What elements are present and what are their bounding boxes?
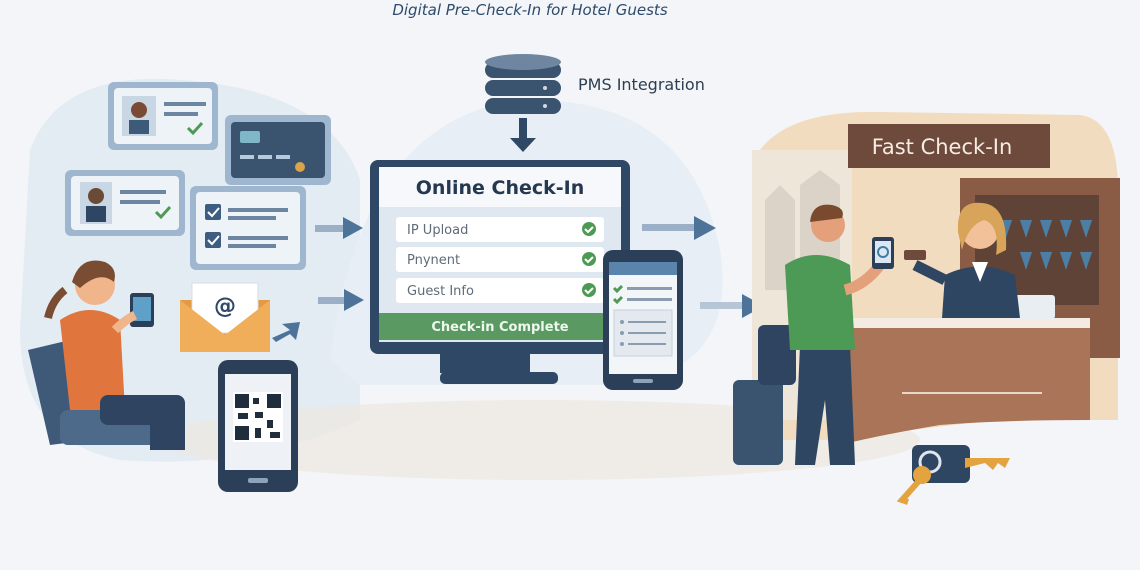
qr-code-phone bbox=[218, 360, 298, 492]
arrow-down-icon bbox=[510, 118, 536, 152]
online-check-in-monitor: Online Check-In IP Upload Pnynent Guest … bbox=[370, 160, 630, 384]
arrow-right-icon bbox=[272, 322, 300, 342]
room-key-icon bbox=[896, 445, 1010, 505]
checklist-row: Guest Info bbox=[396, 278, 604, 303]
flow-arrow-icon bbox=[642, 216, 716, 240]
flow-arrow-icon bbox=[315, 217, 363, 239]
guest-woman-illustration bbox=[28, 260, 185, 450]
page-title: Digital Pre-Check-In for Hotel Guests bbox=[392, 1, 667, 19]
checklist-card-icon bbox=[190, 186, 306, 270]
id-card-icon bbox=[65, 170, 185, 236]
id-card-icon bbox=[108, 82, 218, 150]
flow-arrow-icon bbox=[318, 289, 364, 311]
check-in-complete-banner: Check-in Complete bbox=[431, 320, 568, 335]
check-icon bbox=[582, 252, 596, 266]
fast-check-in-sign: Fast Check-In bbox=[848, 124, 1050, 168]
check-icon bbox=[582, 283, 596, 297]
hotel-front-desk-scene bbox=[733, 111, 1120, 465]
checklist-row: Pnynent bbox=[396, 247, 604, 272]
sign-label: Fast Check-In bbox=[872, 135, 1013, 159]
credit-card-icon bbox=[225, 115, 331, 185]
row-label: IP Upload bbox=[407, 223, 468, 238]
floor-shadow bbox=[160, 400, 920, 480]
checklist-row: IP Upload bbox=[396, 217, 604, 242]
pms-integration-label: PMS Integration bbox=[578, 75, 705, 94]
database-icon bbox=[485, 54, 561, 114]
check-icon bbox=[582, 222, 596, 236]
at-symbol-icon: @ bbox=[214, 294, 236, 319]
email-envelope-icon: @ bbox=[180, 282, 270, 352]
row-label: Pnynent bbox=[407, 253, 460, 268]
monitor-heading: Online Check-In bbox=[416, 177, 584, 199]
row-label: Guest Info bbox=[407, 284, 474, 299]
mobile-phone bbox=[603, 250, 683, 390]
